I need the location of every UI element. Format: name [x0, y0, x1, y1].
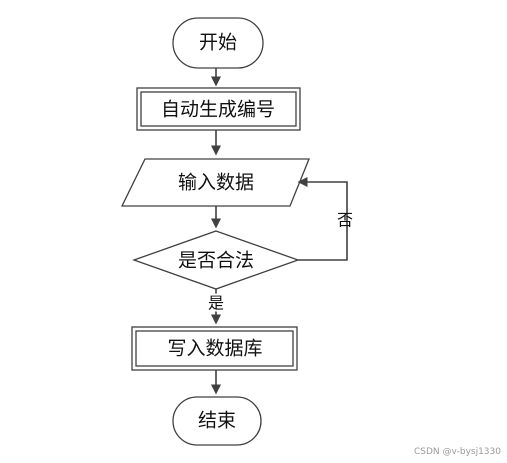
arrow-no-loop-back: [297, 177, 348, 261]
generate-id-label: 自动生成编号: [161, 99, 275, 121]
generate-id-node: 自动生成编号: [136, 87, 301, 131]
start-label: 开始: [199, 32, 237, 54]
validity-decision-node: 是否合法: [132, 230, 300, 290]
write-database-node: 写入数据库: [131, 326, 298, 371]
no-branch-label: 否: [337, 211, 353, 230]
input-data-node: 输入数据: [120, 158, 310, 207]
end-node: 结束: [172, 396, 262, 446]
watermark-text: CSDN @v-bysj1330: [414, 447, 501, 457]
validity-decision-label: 是否合法: [178, 250, 254, 272]
write-database-label: 写入数据库: [167, 338, 262, 360]
start-node: 开始: [172, 17, 264, 69]
yes-branch-label: 是: [208, 294, 224, 313]
end-label: 结束: [198, 410, 236, 432]
input-data-label: 输入数据: [178, 172, 254, 194]
